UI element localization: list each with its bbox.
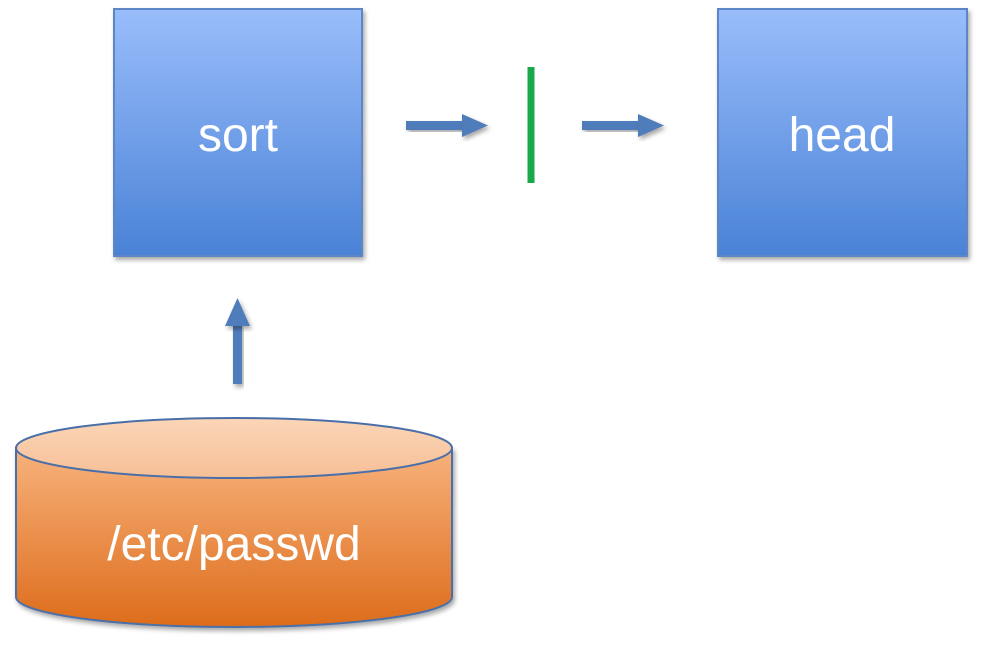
passwd-database-node: /etc/passwd <box>15 417 453 628</box>
cylinder-body <box>15 447 453 628</box>
arrow-pipe-to-head <box>582 114 664 137</box>
sort-node: sort <box>113 8 363 257</box>
passwd-label: /etc/passwd <box>107 518 360 571</box>
head-box <box>717 8 968 257</box>
head-node: head <box>717 8 968 257</box>
sort-box <box>113 8 363 257</box>
head-label: head <box>789 109 896 162</box>
arrow-source-to-sort <box>225 298 250 384</box>
cylinder-top <box>15 417 453 479</box>
sort-label: sort <box>198 109 278 162</box>
arrow-sort-to-pipe <box>406 114 488 137</box>
